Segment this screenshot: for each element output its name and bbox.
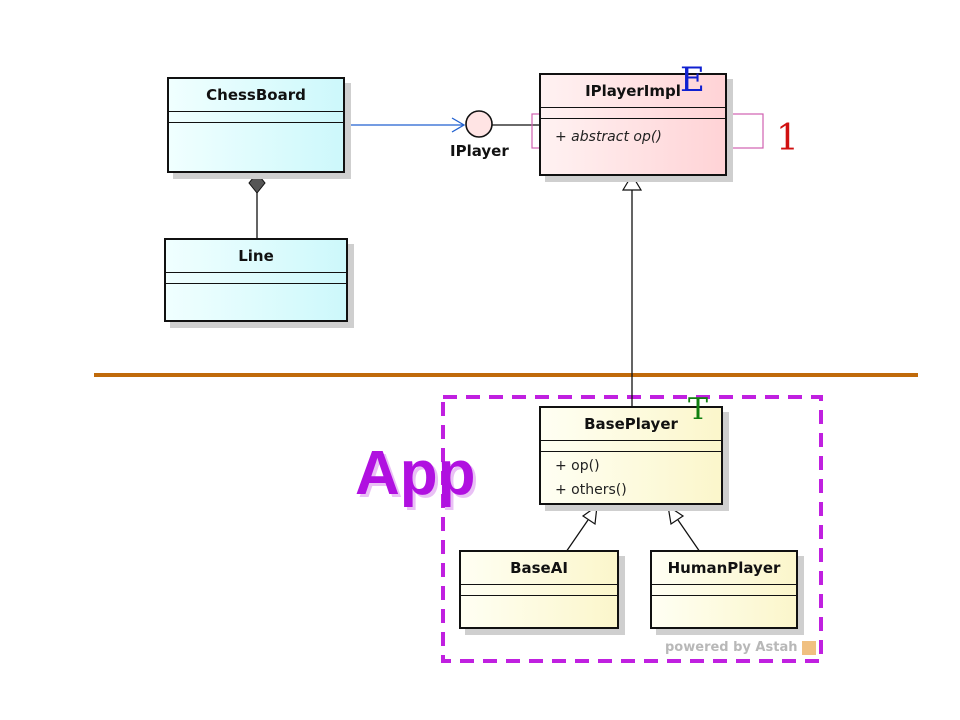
annotation-one-mark: 1 [776,118,799,159]
operations-compartment: + abstract op() [541,119,725,149]
generalization-line-humanplayer [677,519,701,553]
class-humanplayer[interactable]: HumanPlayer [650,550,798,629]
composition-diamond-icon [248,172,266,194]
attributes-compartment [541,108,725,119]
operations-compartment: + op() + others() [541,452,721,502]
app-package-label: App [355,439,476,508]
attributes-compartment [169,112,343,123]
operation-others: + others() [555,482,627,498]
generalization-triangle-icon [621,173,643,191]
class-name: BasePlayer [541,408,721,441]
class-line[interactable]: Line [164,238,348,322]
class-name: HumanPlayer [652,552,796,585]
class-name: BaseAI [461,552,617,585]
dependency-arrow-head-icon [451,117,466,133]
interface-label: IPlayer [450,142,509,160]
generalization-line-baseai [565,519,589,553]
astah-logo-icon [802,640,817,655]
generalization-triangle-baseai-icon [581,504,598,526]
class-name: ChessBoard [169,79,343,112]
annotation-t-mark: T [688,392,709,427]
watermark-text: powered by Astah [665,640,798,655]
attributes-compartment [461,585,617,596]
attributes-compartment [166,273,346,284]
class-baseplayer[interactable]: BasePlayer + op() + others() [539,406,723,505]
annotation-e-mark: E [680,60,705,100]
class-name: Line [166,240,346,273]
attributes-compartment [541,441,721,452]
class-baseai[interactable]: BaseAI [459,550,619,629]
generalization-triangle-humanplayer-icon [667,504,685,526]
class-chessboard[interactable]: ChessBoard [167,77,345,173]
operation-abstract-op: + abstract op() [555,129,662,145]
class-name: IPlayerImpl [541,75,725,108]
attributes-compartment [652,585,796,596]
iplayer-interface-icon [465,110,493,138]
astah-watermark: powered by Astah [665,640,817,655]
class-iplayerimpl[interactable]: IPlayerImpl + abstract op() [539,73,727,176]
operation-op: + op() [555,458,600,474]
